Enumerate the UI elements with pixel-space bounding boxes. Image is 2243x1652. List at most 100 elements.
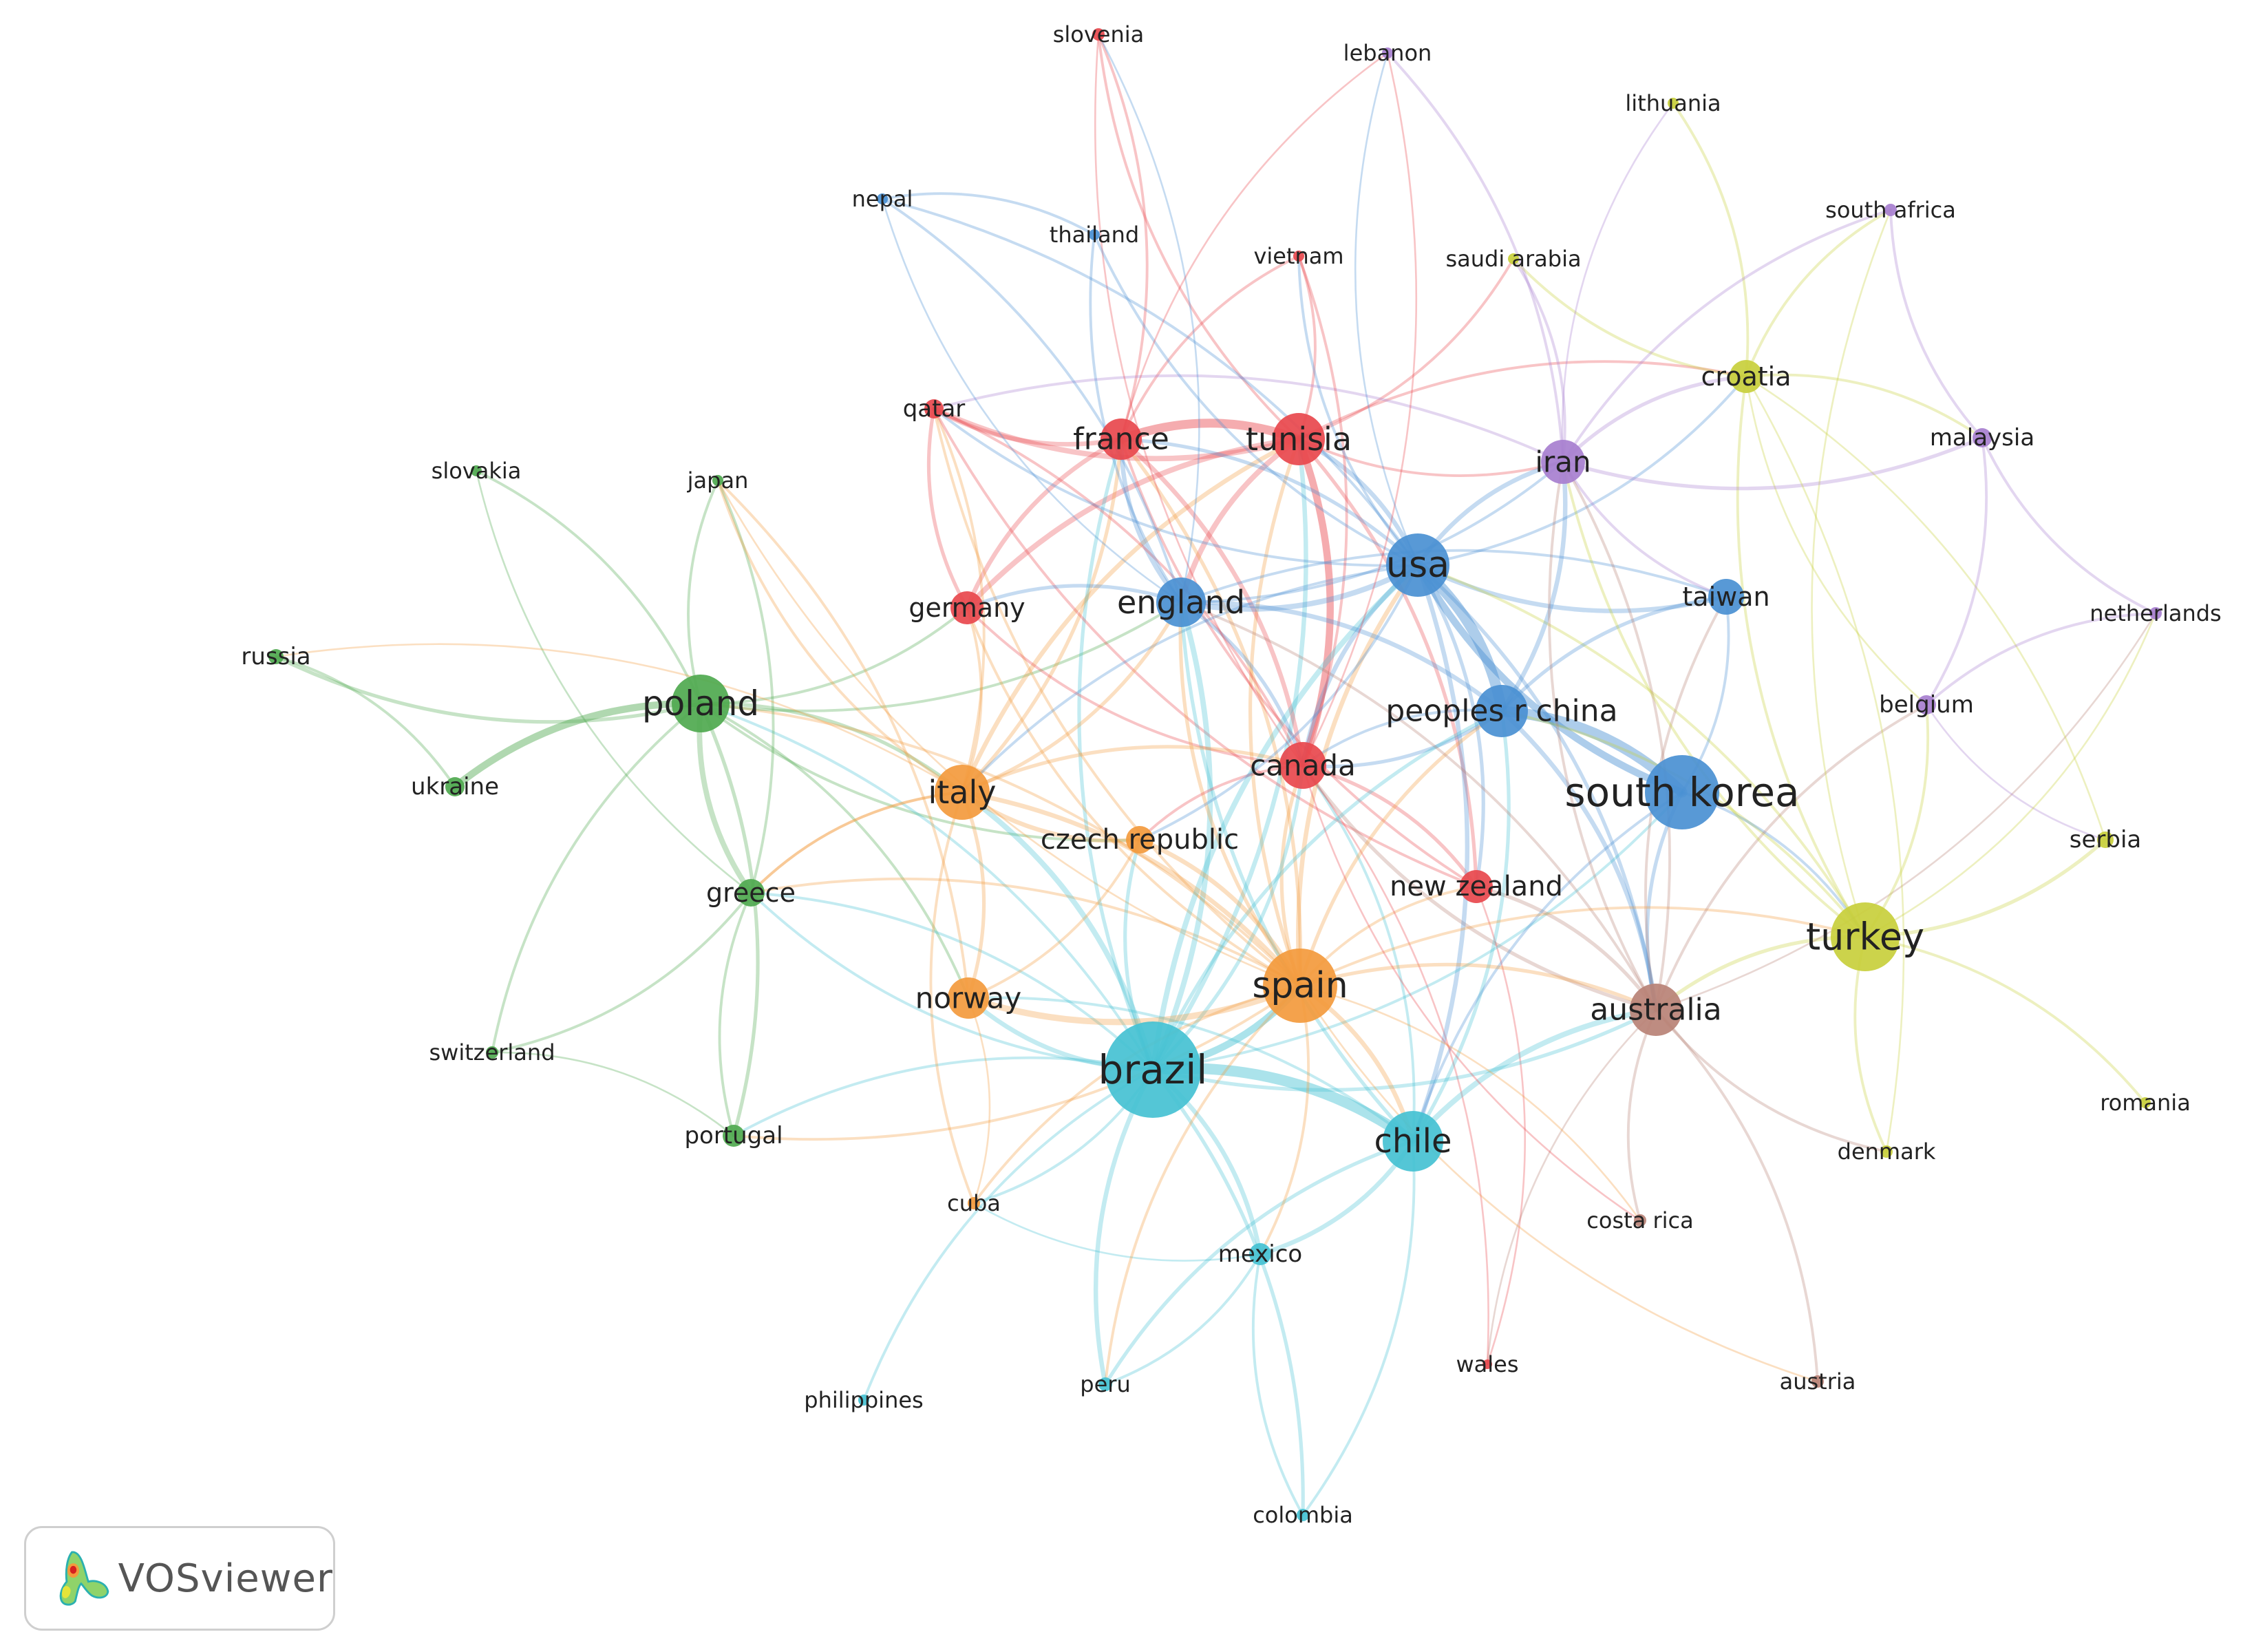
node-label-russia[interactable]: russia <box>241 643 310 670</box>
node-turkey[interactable] <box>1831 902 1900 971</box>
node-south-korea[interactable] <box>1645 755 1719 829</box>
node-label-denmark[interactable]: denmark <box>1838 1139 1936 1165</box>
node-label-vietnam[interactable]: vietnam <box>1253 243 1343 269</box>
node-label-mexico[interactable]: mexico <box>1218 1240 1303 1268</box>
node-qatar[interactable] <box>924 399 944 419</box>
node-label-serbia[interactable]: serbia <box>2070 826 2141 854</box>
node-label-usa[interactable]: usa <box>1386 544 1449 586</box>
node-label-turkey[interactable]: turkey <box>1806 915 1924 959</box>
node-canada[interactable] <box>1279 742 1326 789</box>
node-brazil[interactable] <box>1105 1021 1201 1118</box>
node-thailand[interactable] <box>1089 229 1100 240</box>
node-label-czech-republic[interactable]: czech republic <box>1041 824 1239 856</box>
node-label-chile[interactable]: chile <box>1374 1122 1452 1161</box>
node-iran[interactable] <box>1541 440 1585 484</box>
node-label-new-zealand[interactable]: new zealand <box>1390 871 1563 902</box>
node-label-brazil[interactable]: brazil <box>1098 1046 1208 1093</box>
node-tunisia[interactable] <box>1273 413 1325 465</box>
node-label-nepal[interactable]: nepal <box>852 186 913 212</box>
node-ukraine[interactable] <box>445 777 465 796</box>
node-spain[interactable] <box>1263 949 1337 1023</box>
node-label-colombia[interactable]: colombia <box>1253 1502 1353 1528</box>
node-australia[interactable] <box>1630 984 1682 1036</box>
node-colombia[interactable] <box>1297 1509 1309 1521</box>
node-label-south-africa[interactable]: south africa <box>1825 197 1956 223</box>
node-label-romania[interactable]: romania <box>2100 1090 2191 1116</box>
node-label-greece[interactable]: greece <box>706 878 796 908</box>
node-label-poland[interactable]: poland <box>642 684 759 723</box>
node-serbia[interactable] <box>2097 832 2114 848</box>
node-mexico[interactable] <box>1249 1243 1271 1265</box>
node-england[interactable] <box>1156 578 1206 627</box>
node-slovenia[interactable] <box>1092 28 1105 41</box>
node-label-netherlands[interactable]: netherlands <box>2090 600 2221 626</box>
node-japan[interactable] <box>712 475 723 486</box>
node-label-slovakia[interactable]: slovakia <box>432 458 522 484</box>
node-label-italy[interactable]: italy <box>928 774 996 811</box>
node-lebanon[interactable] <box>1382 47 1393 59</box>
node-south-africa[interactable] <box>1884 204 1897 216</box>
node-label-philippines[interactable]: philippines <box>804 1387 923 1413</box>
node-croatia[interactable] <box>1730 360 1763 393</box>
node-label-qatar[interactable]: qatar <box>903 395 966 423</box>
node-label-germany[interactable]: germany <box>908 593 1025 623</box>
node-label-australia[interactable]: australia <box>1590 993 1722 1028</box>
node-taiwan[interactable] <box>1708 579 1744 615</box>
node-label-norway[interactable]: norway <box>915 982 1022 1015</box>
node-label-iran[interactable]: iran <box>1535 445 1591 479</box>
node-portugal[interactable] <box>723 1125 745 1147</box>
node-russia[interactable] <box>268 649 284 664</box>
node-label-costa-rica[interactable]: costa rica <box>1586 1207 1693 1233</box>
node-label-japan[interactable]: japan <box>687 467 749 494</box>
node-label-croatia[interactable]: croatia <box>1701 361 1792 392</box>
node-usa[interactable] <box>1386 533 1449 597</box>
node-label-austria[interactable]: austria <box>1780 1368 1856 1395</box>
node-label-ukraine[interactable]: ukraine <box>411 773 499 801</box>
node-new-zealand[interactable] <box>1460 870 1493 903</box>
node-italy[interactable] <box>935 765 990 820</box>
node-germany[interactable] <box>950 591 984 624</box>
node-norway[interactable] <box>948 977 989 1019</box>
node-label-lithuania[interactable]: lithuania <box>1625 90 1721 116</box>
node-greece[interactable] <box>737 879 765 907</box>
node-label-cuba[interactable]: cuba <box>947 1190 1001 1216</box>
node-label-thailand[interactable]: thailand <box>1050 222 1139 248</box>
node-label-switzerland[interactable]: switzerland <box>429 1039 555 1066</box>
node-philippines[interactable] <box>858 1395 869 1406</box>
node-cuba[interactable] <box>968 1197 980 1209</box>
node-chile[interactable] <box>1383 1111 1443 1172</box>
node-vietnam[interactable] <box>1293 251 1304 262</box>
node-denmark[interactable] <box>1880 1145 1893 1158</box>
node-label-france[interactable]: france <box>1073 422 1169 457</box>
node-label-slovenia[interactable]: slovenia <box>1053 21 1145 47</box>
node-label-spain[interactable]: spain <box>1252 965 1348 1006</box>
node-switzerland[interactable] <box>486 1046 498 1059</box>
node-label-belgium[interactable]: belgium <box>1879 691 1974 719</box>
node-poland[interactable] <box>672 675 730 732</box>
node-peru[interactable] <box>1098 1377 1112 1391</box>
node-costa-rica[interactable] <box>1634 1214 1646 1227</box>
node-label-saudi-arabia[interactable]: saudi arabia <box>1445 246 1581 272</box>
node-label-tunisia[interactable]: tunisia <box>1246 421 1352 458</box>
node-malaysia[interactable] <box>1973 428 1992 447</box>
node-france[interactable] <box>1101 419 1142 460</box>
node-slovakia[interactable] <box>471 465 482 476</box>
node-label-peoples-r-china[interactable]: peoples r china <box>1385 694 1617 729</box>
node-nepal[interactable] <box>877 193 888 204</box>
node-wales[interactable] <box>1482 1359 1492 1369</box>
node-label-portugal[interactable]: portugal <box>684 1122 783 1150</box>
node-label-peru[interactable]: peru <box>1080 1371 1130 1397</box>
node-czech-republic[interactable] <box>1126 826 1154 854</box>
node-austria[interactable] <box>1811 1375 1824 1388</box>
node-label-wales[interactable]: wales <box>1456 1351 1518 1377</box>
node-label-canada[interactable]: canada <box>1250 749 1356 783</box>
node-label-lebanon[interactable]: lebanon <box>1343 40 1432 66</box>
node-romania[interactable] <box>2140 1097 2151 1108</box>
node-saudi-arabia[interactable] <box>1508 253 1519 264</box>
node-label-england[interactable]: england <box>1117 584 1245 621</box>
node-lithuania[interactable] <box>1668 98 1679 109</box>
node-label-taiwan[interactable]: taiwan <box>1682 582 1769 612</box>
node-peoples-r-china[interactable] <box>1476 685 1528 737</box>
node-belgium[interactable] <box>1917 695 1936 714</box>
